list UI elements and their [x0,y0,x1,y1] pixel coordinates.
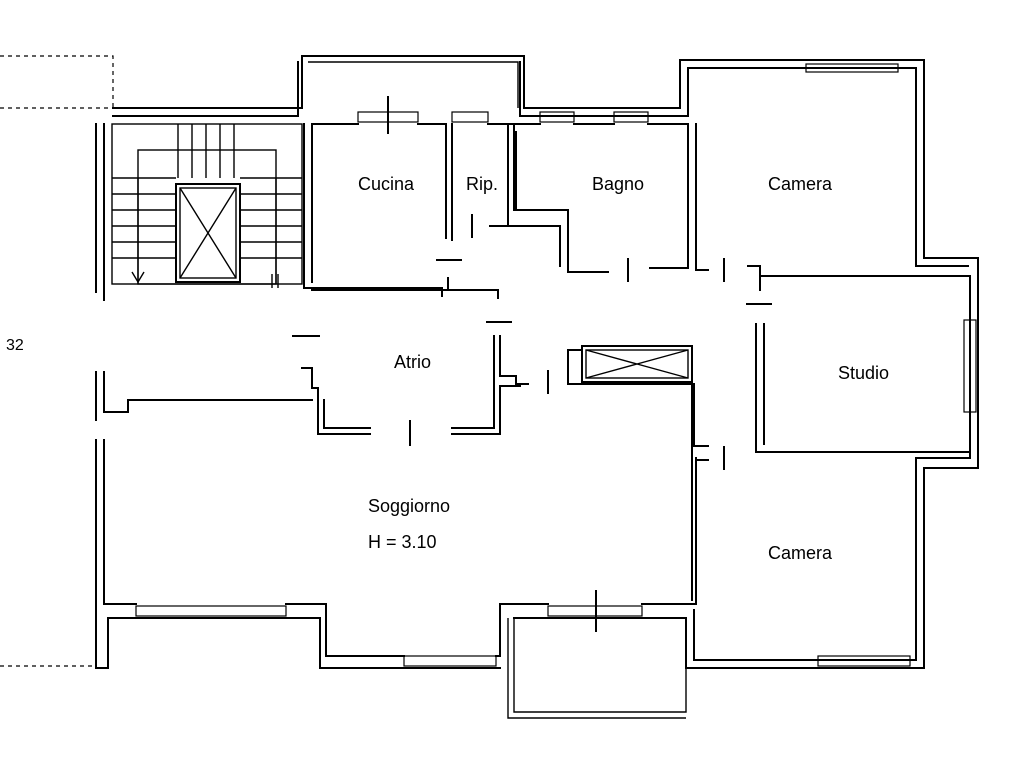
room-label-studio: Studio [838,363,889,383]
elevator-shaft [175,183,241,283]
door-markers [292,96,772,632]
room-label-bagno: Bagno [592,174,644,194]
room-label-atrio: Atrio [394,352,431,372]
room-label-camera-2: Camera [768,543,833,563]
outer-walls [95,55,979,719]
room-height-soggiorno: H = 3.10 [368,532,437,552]
room-label-cucina: Cucina [358,174,415,194]
windows [135,63,977,667]
room-label-camera-1: Camera [768,174,833,194]
room-label-ripostiglio: Rip. [466,174,498,194]
margin-note: 32 [6,337,24,354]
room-label-soggiorno: Soggiorno [368,496,450,516]
boundary-lines [0,55,114,667]
staircase [111,123,303,288]
room-labels: Cucina Rip. Bagno Camera Studio Atrio So… [6,174,889,563]
ventilation-shaft [581,345,693,383]
interior-walls [301,123,971,605]
